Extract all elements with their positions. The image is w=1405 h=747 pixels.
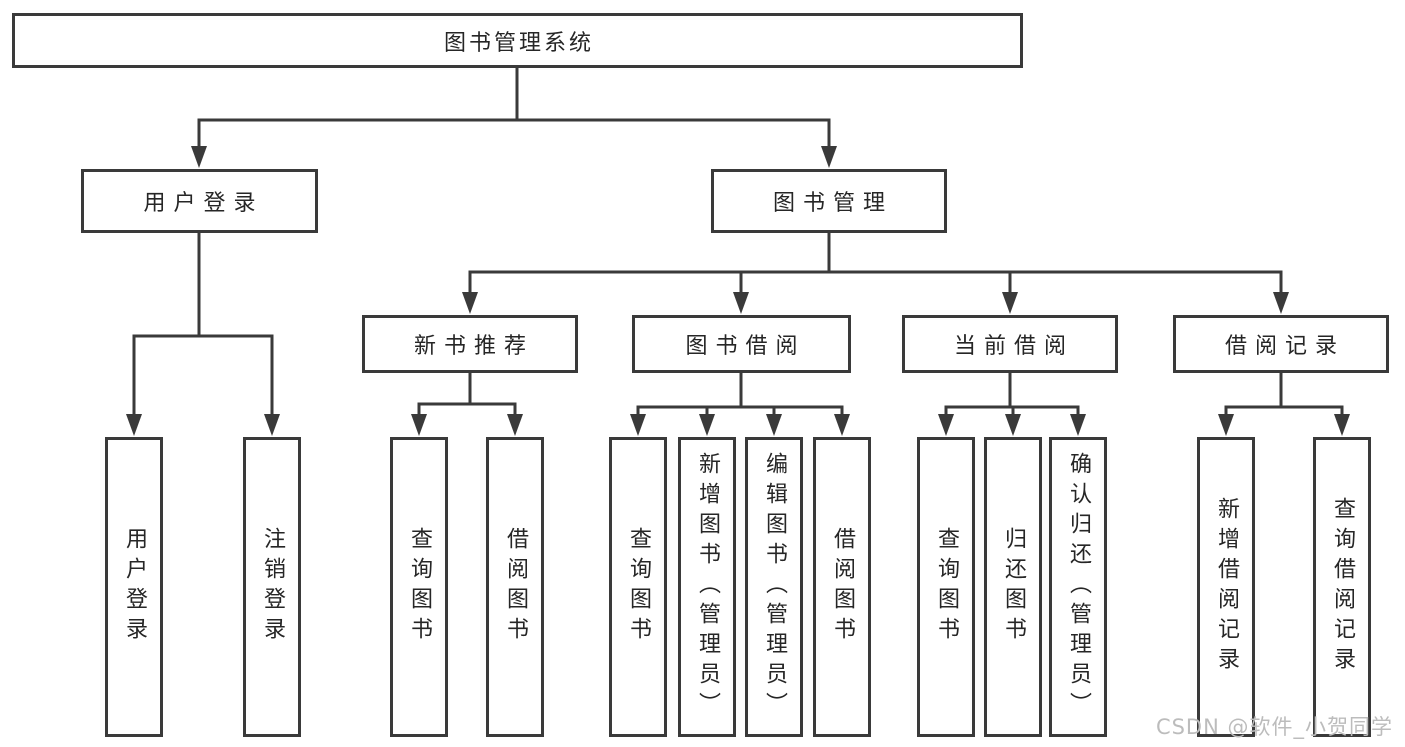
arrowhead: [699, 414, 715, 436]
arrowhead: [1005, 414, 1021, 436]
leaf-add-borrow-record: 新增借阅记录: [1197, 437, 1255, 737]
node-new-book-recommend: 新书推荐: [362, 315, 578, 373]
arrowhead: [766, 414, 782, 436]
node-library-system-label: 图书管理系统: [443, 30, 594, 56]
leaf-edit-book-admin: 编辑图书（管理员）: [745, 437, 803, 737]
leaf-return-book-label: 归还图书: [1001, 527, 1026, 647]
arrowhead: [126, 414, 142, 436]
arrowhead: [411, 414, 427, 436]
node-current-borrow: 当前借阅: [902, 315, 1118, 373]
arrowhead: [462, 292, 478, 314]
leaf-borrow-book-1: 借阅图书: [486, 437, 544, 737]
arrowhead: [733, 292, 749, 314]
arrowhead: [1002, 292, 1018, 314]
leaf-user-login: 用户登录: [105, 437, 163, 737]
leaf-query-book-2-label: 查询图书: [626, 527, 651, 647]
leaf-query-book-2: 查询图书: [609, 437, 667, 737]
leaf-query-book-1-label: 查询图书: [407, 527, 432, 647]
node-book-borrow: 图书借阅: [632, 315, 851, 373]
leaf-query-borrow-record: 查询借阅记录: [1313, 437, 1371, 737]
leaf-add-book-admin-label: 新增图书（管理员）: [695, 452, 720, 722]
csdn-watermark: CSDN @软件_小贺同学: [1155, 715, 1393, 739]
leaf-query-book-3: 查询图书: [917, 437, 975, 737]
leaf-confirm-return-admin-label: 确认归还（管理员）: [1066, 452, 1091, 722]
node-library-system: 图书管理系统: [12, 13, 1023, 68]
arrowhead: [834, 414, 850, 436]
arrowhead: [1273, 292, 1289, 314]
leaf-borrow-book-2: 借阅图书: [813, 437, 871, 737]
node-new-book-recommend-label: 新书推荐: [413, 334, 534, 359]
leaf-add-borrow-record-label: 新增借阅记录: [1214, 497, 1239, 677]
node-borrow-record: 借阅记录: [1173, 315, 1389, 373]
leaf-borrow-book-1-label: 借阅图书: [503, 527, 528, 647]
node-user-login: 用户登录: [81, 169, 318, 233]
arrowhead: [1218, 414, 1234, 436]
arrowhead: [264, 414, 280, 436]
leaf-return-book: 归还图书: [984, 437, 1042, 737]
leaf-logout: 注销登录: [243, 437, 301, 737]
leaf-logout-label: 注销登录: [260, 527, 285, 647]
leaf-query-book-3-label: 查询图书: [934, 527, 959, 647]
arrowhead: [1334, 414, 1350, 436]
arrowhead: [821, 146, 837, 168]
arrowhead: [1070, 414, 1086, 436]
arrowhead: [630, 414, 646, 436]
node-book-management: 图书管理: [711, 169, 947, 233]
node-user-login-label: 用户登录: [143, 191, 264, 216]
node-current-borrow-label: 当前借阅: [953, 334, 1074, 359]
arrowhead: [507, 414, 523, 436]
leaf-edit-book-admin-label: 编辑图书（管理员）: [762, 452, 787, 722]
leaf-user-login-label: 用户登录: [122, 527, 147, 647]
node-book-borrow-label: 图书借阅: [685, 334, 806, 359]
leaf-add-book-admin: 新增图书（管理员）: [678, 437, 736, 737]
arrowhead: [938, 414, 954, 436]
leaf-query-borrow-record-label: 查询借阅记录: [1330, 497, 1355, 677]
leaf-borrow-book-2-label: 借阅图书: [830, 527, 855, 647]
node-book-management-label: 图书管理: [772, 191, 893, 216]
arrowhead: [191, 146, 207, 168]
leaf-query-book-1: 查询图书: [390, 437, 448, 737]
leaf-confirm-return-admin: 确认归还（管理员）: [1049, 437, 1107, 737]
node-borrow-record-label: 借阅记录: [1224, 334, 1345, 359]
